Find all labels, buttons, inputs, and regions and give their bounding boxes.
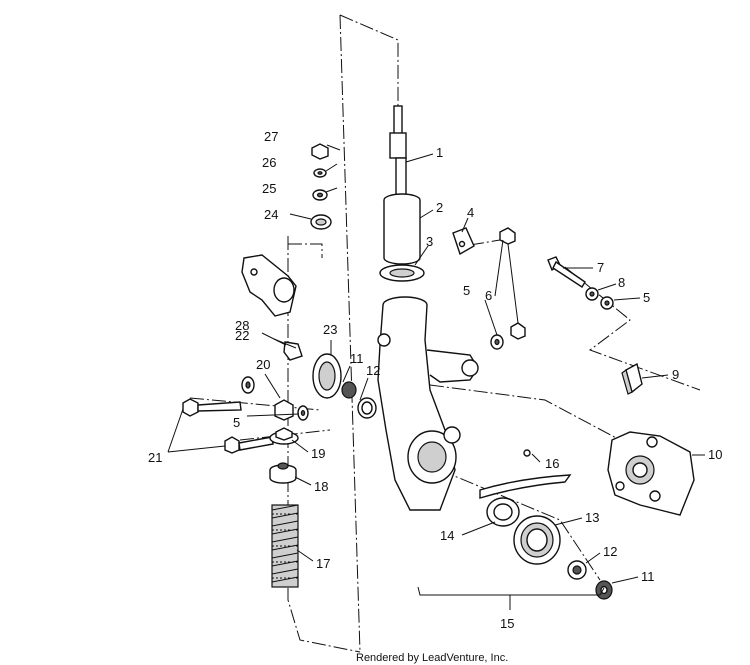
callout-5-far-right: 5	[643, 290, 650, 305]
washer-far-right	[600, 296, 614, 310]
callout-22: 22	[235, 328, 249, 343]
brake-pad	[621, 362, 643, 395]
callout-7: 7	[597, 260, 604, 275]
callout-28: 28	[235, 318, 249, 333]
bolt-21-upper	[182, 398, 242, 417]
callout-3: 3	[426, 234, 433, 249]
bolt-21-lower	[224, 436, 274, 454]
steering-knuckle	[377, 296, 479, 511]
shock-mount-bracket	[241, 254, 297, 317]
callout-19: 19	[311, 446, 325, 461]
clip-16	[479, 449, 572, 499]
shock-shaft	[389, 105, 407, 199]
bearing-12-upper	[357, 397, 377, 419]
callout-2: 2	[436, 200, 443, 215]
washer-26	[313, 168, 327, 178]
shock-body	[383, 193, 421, 265]
callout-8: 8	[618, 275, 625, 290]
seal-14	[486, 497, 520, 527]
nut-11-lower	[595, 580, 613, 600]
footer-credit: Rendered by LeadVenture, Inc.	[356, 652, 508, 664]
callout-6: 6	[485, 288, 492, 303]
leader-lines	[167, 144, 705, 610]
callout-11-upper: 11	[350, 351, 364, 366]
coil-spring	[271, 504, 299, 588]
callout-25: 25	[262, 181, 276, 196]
nut-20	[274, 399, 294, 421]
spring-seat	[379, 264, 425, 282]
callout-9: 9	[672, 367, 679, 382]
bushing-24	[310, 214, 332, 230]
ball-joint-23	[312, 353, 342, 399]
callout-23: 23	[323, 322, 337, 337]
callout-15: 15	[500, 616, 514, 631]
callout-12-lower: 12	[603, 544, 617, 559]
nut-11-upper	[341, 381, 357, 399]
nut-27	[311, 143, 329, 160]
washer-right	[490, 334, 504, 350]
callout-5-right: 5	[463, 283, 470, 298]
brake-drum	[513, 515, 561, 565]
callout-21: 21	[148, 450, 162, 465]
washer-left-lower	[297, 405, 309, 421]
callout-labels: 1 2 3 4 5 5 5 6 7 8 9 10 11 11 12 12 13 …	[148, 129, 722, 631]
bolt-7	[547, 256, 586, 288]
washer-8	[585, 287, 599, 301]
callout-14: 14	[440, 528, 454, 543]
callout-26: 26	[262, 155, 276, 170]
callout-24: 24	[264, 207, 278, 222]
bearing-12-lower	[567, 560, 587, 580]
spring-retainer	[269, 462, 297, 484]
callout-5-left: 5	[233, 415, 240, 430]
nut-top	[499, 227, 516, 245]
callout-17: 17	[316, 556, 330, 571]
callout-4: 4	[467, 205, 474, 220]
washer-25	[312, 189, 328, 201]
grease-fitting	[283, 341, 303, 361]
callout-13: 13	[585, 510, 599, 525]
nut-bottom	[510, 322, 526, 340]
bracket	[452, 227, 475, 256]
callout-16: 16	[545, 456, 559, 471]
callout-27: 27	[264, 129, 278, 144]
callout-10: 10	[708, 447, 722, 462]
flange-nut-19	[269, 427, 299, 445]
brake-caliper	[607, 431, 695, 516]
callout-1: 1	[436, 145, 443, 160]
assembly-lines	[189, 14, 701, 653]
callout-12-upper: 12	[366, 363, 380, 378]
callout-18: 18	[314, 479, 328, 494]
callout-11-lower: 11	[641, 569, 655, 584]
callout-20: 20	[256, 357, 270, 372]
washer-left-upper	[241, 376, 255, 394]
